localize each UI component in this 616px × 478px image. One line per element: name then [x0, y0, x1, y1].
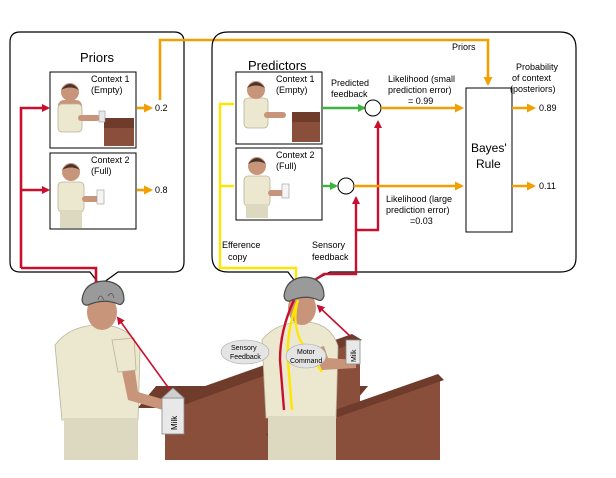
predictor-context1-thumbnail: Context 1 (Empty) — [235, 71, 323, 145]
prior1-value: 0.2 — [155, 103, 168, 113]
efference-copy-label-line2: copy — [228, 252, 248, 262]
left-milk-label: Milk — [170, 415, 179, 430]
motor-command-tag — [285, 343, 327, 369]
right-milk-carton — [345, 339, 361, 365]
sensory-feedback-line-1 — [356, 120, 382, 232]
priors-context1-label-line2: (Empty) — [91, 85, 123, 95]
comparator-node-1 — [364, 99, 382, 117]
predictor-context2-label-line1: Context 2 — [276, 150, 315, 160]
sensory-feedback-label-line1: Sensory — [312, 240, 346, 250]
svg-text:Sensory: Sensory — [231, 345, 257, 352]
likelihood1-line1: Likelihood (small — [388, 74, 455, 84]
svg-text:prediction error): prediction error) — [386, 205, 450, 215]
posterior-header-line1: Probability — [516, 62, 559, 72]
svg-text:(Full): (Full) — [276, 161, 297, 171]
svg-text:Likelihood (large: Likelihood (large — [386, 194, 452, 204]
predicted-feedback-label-line1: Predicted — [331, 78, 369, 88]
svg-text:Feedback: Feedback — [230, 354, 261, 361]
priors-context2-label-line2: (Full) — [91, 166, 112, 176]
likelihood2-line3: =0.03 — [410, 216, 433, 226]
posterior-header-line3: (posteriors) — [510, 84, 556, 94]
predicted-feedback-label-line2: feedback — [331, 89, 368, 99]
right-milk-label: Milk — [351, 349, 358, 362]
efference-copy-line — [218, 102, 298, 290]
right-figure: Milk Sensory Feedback Motor Command — [220, 276, 444, 460]
svg-text:Sensory: Sensory — [312, 240, 346, 250]
likelihood1-line3: = 0.99 — [408, 96, 433, 106]
svg-text:Motor: Motor — [297, 349, 316, 356]
motor-command-tag-line1: Motor — [297, 349, 316, 356]
priors-transfer-arrow — [158, 38, 493, 100]
efference-copy-label-line1: Efference — [222, 240, 260, 250]
svg-text:(Empty): (Empty) — [276, 85, 308, 95]
priors-context2-thumbnail: Context 2 (Full) — [49, 152, 137, 230]
priors-red-arrow-context1 — [19, 104, 50, 268]
priors-context1-label-line1: Context 1 — [91, 74, 130, 84]
svg-text:Likelihood (small: Likelihood (small — [388, 74, 455, 84]
sensory-feedback-tag-line1: Sensory — [231, 345, 257, 352]
svg-text:of context: of context — [512, 73, 552, 83]
right-brain-icon — [283, 276, 325, 302]
sensory-feedback-label-line2: feedback — [312, 252, 349, 262]
predictor-context1-label-line1: Context 1 — [276, 74, 315, 84]
priors-panel: Priors Context 1 (Empty) Context 2 (F — [9, 31, 185, 286]
bayes-rule-line2: Rule — [476, 157, 501, 171]
priors-arrow-label: Priors — [452, 42, 476, 52]
svg-text:(Full): (Full) — [91, 166, 112, 176]
svg-text:(Empty): (Empty) — [91, 85, 123, 95]
bayes-rule-line1: Bayes' — [471, 141, 507, 155]
svg-text:Context 1: Context 1 — [91, 74, 130, 84]
sensory-feedback-tag-line2: Feedback — [230, 354, 261, 361]
predictor-context1-label-line2: (Empty) — [276, 85, 308, 95]
svg-text:Context 2: Context 2 — [276, 150, 315, 160]
svg-text:copy: copy — [228, 252, 248, 262]
right-sensory-arrow — [316, 304, 351, 337]
left-brain-icon — [81, 280, 125, 306]
prior2-value: 0.8 — [155, 185, 168, 195]
likelihood2-line2: prediction error) — [386, 205, 450, 215]
priors-context2-label-line1: Context 2 — [91, 155, 130, 165]
svg-text:=0.03: =0.03 — [410, 216, 433, 226]
left-sensory-arrow — [116, 316, 171, 391]
svg-text:feedback: feedback — [331, 89, 368, 99]
svg-text:= 0.99: = 0.99 — [408, 96, 433, 106]
svg-text:feedback: feedback — [312, 252, 349, 262]
predictor-context2-label-line2: (Full) — [276, 161, 297, 171]
sensory-feedback-tag — [220, 339, 270, 365]
posterior-header-line2: of context — [512, 73, 552, 83]
svg-text:Command: Command — [290, 358, 322, 365]
bayes-rule-box — [465, 87, 513, 233]
left-brain-to-priors-line — [21, 266, 98, 282]
predictor-context2-thumbnail: Context 2 (Full) — [235, 147, 323, 221]
predictors-title: Predictors — [248, 58, 307, 73]
likelihood2-line1: Likelihood (large — [386, 194, 452, 204]
motor-command-tag-line2: Command — [290, 358, 322, 365]
priors-title: Priors — [80, 50, 114, 65]
svg-text:prediction error): prediction error) — [388, 85, 452, 95]
predictors-panel: Predictors Priors Context 1 (Empty) Cont… — [211, 31, 577, 294]
svg-text:Context 2: Context 2 — [91, 155, 130, 165]
sensory-feedback-body-line — [278, 299, 296, 411]
svg-text:(posteriors): (posteriors) — [510, 84, 556, 94]
comparator-node-2 — [337, 177, 355, 195]
posterior2-value: 0.11 — [539, 181, 556, 191]
svg-text:Efference: Efference — [222, 240, 260, 250]
svg-text:Predicted: Predicted — [331, 78, 369, 88]
priors-context1-thumbnail: Context 1 (Empty) — [49, 71, 137, 149]
likelihood1-line2: prediction error) — [388, 85, 452, 95]
svg-text:Probability: Probability — [516, 62, 559, 72]
posterior1-value: 0.89 — [539, 103, 557, 113]
svg-text:Context 1: Context 1 — [276, 74, 315, 84]
